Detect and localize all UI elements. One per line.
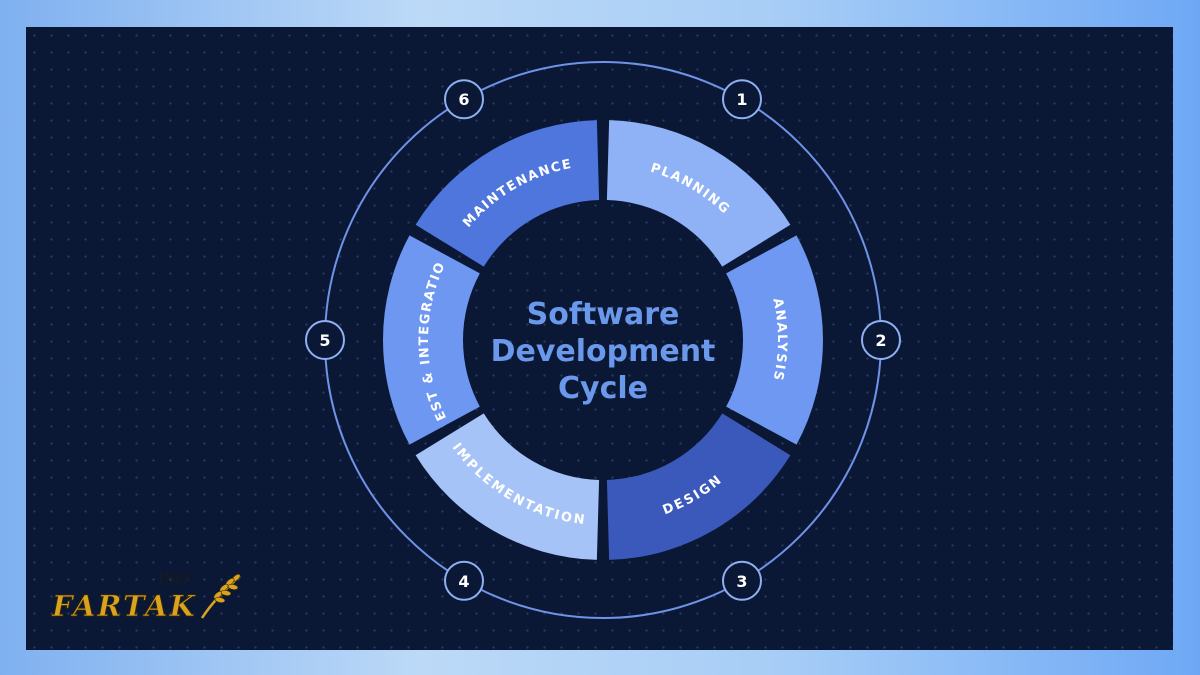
center-title: Software Development Cycle [491,297,716,406]
badge-number: 5 [319,331,330,350]
badge-circle [444,560,484,601]
phase-segment-planning [606,120,791,267]
logo-iso-text: ISO [157,569,189,589]
badge-circle [722,79,762,120]
phase-badge-5: 5 [305,320,345,360]
phase-segment-analysis [726,235,823,445]
phase-segment-test-integration [383,235,480,445]
badge-circle [444,79,484,120]
badge-number: 6 [458,90,469,109]
phase-label: ANALYSIS [769,297,789,383]
badge-circle [861,320,901,360]
phase-badge-4: 4 [444,560,484,601]
badge-circle [722,560,762,601]
phase-label: TEST & INTEGRATION [0,0,450,423]
badge-number: 4 [458,572,469,591]
phase-label-text: TEST & INTEGRATION [0,0,448,423]
logo-main-text: FARTAK [51,589,197,623]
badge-number: 1 [736,90,747,109]
iso-fartak-logo: ISO FARTAK [51,569,241,623]
diagram-frame [26,27,1173,650]
phase-label-text: ANALYSIS [769,297,787,383]
phase-badge-1: 1 [722,79,762,120]
phase-badge-2: 2 [861,320,901,360]
phase-segment-implementation [415,413,600,560]
badge-circle [305,320,345,360]
badge-number: 3 [736,572,747,591]
badge-number: 2 [875,331,886,350]
wheat-icon [200,573,241,619]
center-title-line-2: Development [491,334,716,369]
phase-segment-maintenance [415,120,600,267]
phase-badge-3: 3 [722,560,762,601]
center-title-line-3: Cycle [558,371,648,406]
phase-segment-design [606,413,791,560]
phase-badge-6: 6 [444,79,484,120]
center-title-line-1: Software [527,297,680,332]
